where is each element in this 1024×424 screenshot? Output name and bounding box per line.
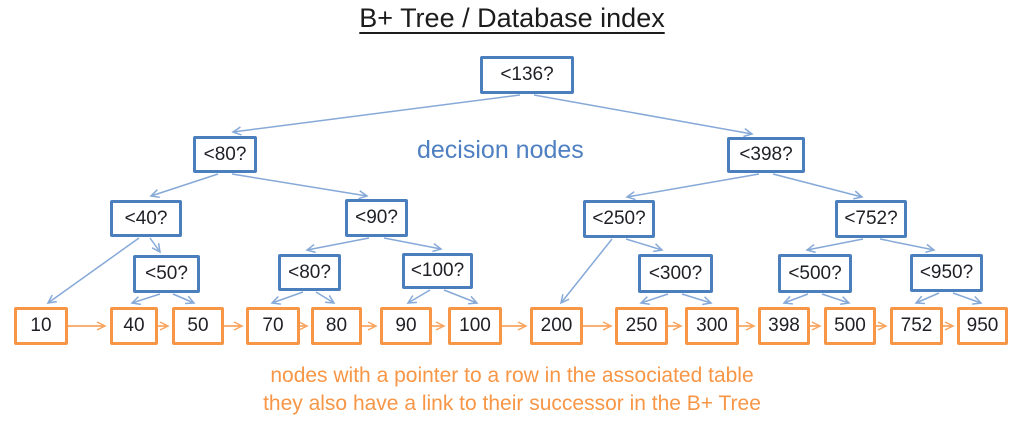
leaf-node-70: 70 bbox=[246, 307, 300, 345]
decision-node-100: <100? bbox=[402, 253, 473, 289]
leaf-node-40: 40 bbox=[110, 307, 158, 345]
decision-node-40: <40? bbox=[110, 200, 182, 237]
leaf-node-752: 752 bbox=[890, 307, 943, 345]
leaf-caption: nodes with a pointer to a row in the ass… bbox=[0, 362, 1024, 418]
leaf-caption-line1: nodes with a pointer to a row in the ass… bbox=[270, 364, 754, 387]
leaf-node-398: 398 bbox=[758, 307, 810, 345]
decision-node-752: <752? bbox=[835, 200, 907, 238]
decision-node-500: <500? bbox=[778, 254, 852, 293]
decision-node-300: <300? bbox=[638, 254, 713, 293]
diagram-title: B+ Tree / Database index bbox=[0, 3, 1024, 34]
diagram-title-text: B+ Tree / Database index bbox=[359, 3, 665, 33]
decision-nodes-annotation: decision nodes bbox=[417, 136, 584, 164]
leaf-node-10: 10 bbox=[14, 307, 68, 345]
decision-edges bbox=[46, 94, 983, 306]
leaf-node-500: 500 bbox=[824, 307, 876, 345]
leaf-node-80: 80 bbox=[311, 307, 362, 345]
leaf-node-90: 90 bbox=[380, 307, 432, 345]
leaf-node-250: 250 bbox=[615, 307, 668, 345]
decision-node-80-upper: <80? bbox=[193, 136, 257, 173]
leaf-node-100: 100 bbox=[448, 307, 502, 345]
decision-node-80-lower: <80? bbox=[278, 254, 341, 291]
decision-node-50: <50? bbox=[133, 255, 200, 293]
leaf-caption-line2: they also have a link to their successor… bbox=[263, 392, 761, 415]
decision-node-950: <950? bbox=[910, 254, 983, 292]
leaf-node-950: 950 bbox=[957, 307, 1008, 345]
decision-node-250: <250? bbox=[583, 200, 655, 238]
leaf-node-200: 200 bbox=[530, 307, 583, 345]
decision-node-398: <398? bbox=[727, 137, 805, 173]
leaf-node-50: 50 bbox=[172, 307, 224, 345]
decision-node-90: <90? bbox=[345, 199, 408, 237]
leaf-node-300: 300 bbox=[685, 307, 739, 345]
decision-node-136: <136? bbox=[480, 56, 574, 94]
